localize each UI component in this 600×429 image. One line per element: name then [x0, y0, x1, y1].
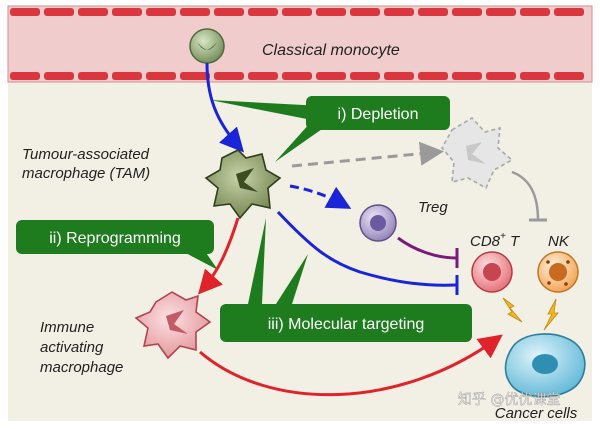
- tam-to-cd8-inhibition: [276, 210, 457, 287]
- cd8-t-cell: [471, 251, 513, 293]
- endothelial-bottom-row: [10, 72, 584, 80]
- molecular-targeting-label: iii) Molecular targeting: [268, 316, 425, 333]
- reprogramming-label: ii) Reprogramming: [49, 230, 181, 247]
- treg-to-cd8-inhibition: [397, 236, 457, 260]
- nk-cytotoxic-bolt-icon: [543, 298, 559, 331]
- tam-cell: [204, 149, 282, 220]
- tam-label-line2: macrophage (TAM): [22, 165, 150, 182]
- immune-activating-macrophage-cell: [134, 291, 212, 360]
- cancer-cell: [504, 333, 586, 398]
- immune-label-line2: activating: [40, 339, 104, 356]
- nk-label: NK: [548, 233, 570, 250]
- classical-monocyte-label: Classical monocyte: [262, 42, 400, 59]
- reprogramming-callout: [16, 220, 218, 270]
- depletion-callout: [210, 96, 450, 162]
- immune-to-cancer-arrow: [199, 334, 503, 397]
- depleted-tam-cell: [441, 116, 514, 190]
- molecular-targeting-callout: [220, 218, 472, 342]
- monocyte-to-tam-arrow: [205, 62, 244, 153]
- depleted-tam-to-nk-inhibition: [511, 170, 540, 221]
- endothelial-top-row: [10, 8, 584, 16]
- depletion-dashed-arrow: [291, 141, 444, 168]
- tam-to-immune-arrow: [198, 217, 240, 295]
- treg-label: Treg: [418, 199, 448, 216]
- immune-label-line1: Immune: [40, 319, 94, 336]
- depletion-label: i) Depletion: [338, 106, 419, 123]
- blood-vessel: [7, 5, 593, 83]
- cd8-cytotoxic-bolt-icon: [502, 297, 523, 323]
- immune-label-line3: macrophage: [40, 359, 123, 376]
- treg-cell: [359, 204, 397, 242]
- tam-to-treg-dashed-arrow: [289, 184, 352, 209]
- nk-cell: [537, 251, 579, 293]
- classical-monocyte-cell: [189, 28, 225, 64]
- cancer-cells-label: Cancer cells: [495, 405, 578, 422]
- cd8-label: CD8+ T: [470, 231, 521, 250]
- tam-label-line1: Tumour-associated: [22, 146, 150, 163]
- watermark-text: 知乎 @优优课堂: [458, 391, 560, 408]
